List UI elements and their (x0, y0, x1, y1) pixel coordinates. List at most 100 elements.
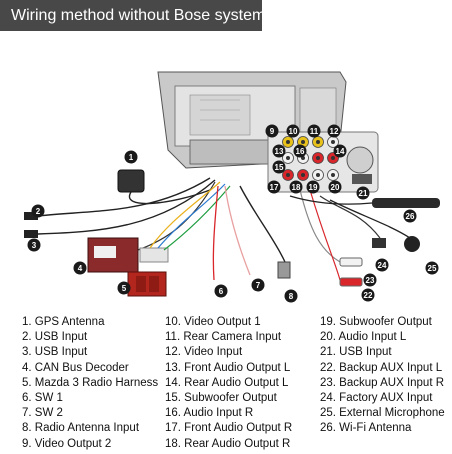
callout-16: 16 (293, 144, 307, 158)
callout-18: 18 (289, 180, 303, 194)
callout-number: 14 (336, 147, 345, 156)
legend-item: 17. Front Audio Output R (165, 422, 293, 435)
wifi-antenna (289, 195, 440, 208)
legend-item: 12. Video Input (165, 346, 243, 359)
callout-number: 21 (359, 189, 368, 198)
callout-number: 5 (122, 284, 127, 293)
canbus-decoder (87, 181, 216, 273)
callout-10: 10 (286, 124, 300, 138)
rca-jacks (282, 136, 339, 181)
callout-13: 13 (272, 144, 286, 158)
legend-column-1: 1. GPS Antenna 2. USB Input 3. USB Input… (22, 315, 158, 452)
callout-number: 26 (406, 212, 415, 221)
callout-26: 26 (403, 209, 417, 223)
legend-item: 13. Front Audio Output L (165, 361, 291, 374)
callout-badge (214, 284, 228, 298)
callout-23: 23 (363, 273, 377, 287)
callout-5: 5 (117, 281, 131, 295)
callout-badge (333, 144, 347, 158)
aux-cables (299, 189, 386, 287)
callout-number: 3 (32, 241, 37, 250)
callout-badge (286, 124, 300, 138)
legend-item: 19. Subwoofer Output (320, 316, 432, 328)
callout-number: 18 (292, 183, 301, 192)
callout-number: 4 (78, 264, 83, 273)
callout-number: 6 (219, 287, 224, 296)
callout-badge (73, 261, 87, 275)
callout-9: 9 (265, 124, 279, 138)
legend-item: 20. Audio Input L (320, 331, 407, 344)
callout-12: 12 (327, 124, 341, 138)
callout-15: 15 (272, 160, 286, 174)
sw-and-antenna-leads (212, 185, 291, 281)
callout-2: 2 (31, 204, 45, 218)
callout-number: 19 (309, 183, 318, 192)
legend-item: 8. Radio Antenna Input (22, 422, 140, 435)
callout-number: 10 (289, 127, 298, 136)
rca-jack-center (331, 173, 335, 177)
legend-item: 24. Factory AUX Input (320, 391, 433, 404)
callout-19: 19 (306, 180, 320, 194)
callout-badge (284, 289, 298, 303)
callout-number: 20 (331, 183, 340, 192)
callout-11: 11 (307, 124, 321, 138)
callout-badge (289, 180, 303, 194)
callout-6: 6 (214, 284, 228, 298)
callout-number: 23 (366, 276, 375, 285)
legend-item: 7. SW 2 (22, 407, 63, 420)
callout-badge (328, 180, 342, 194)
legend-item: 9. Video Output 2 (22, 437, 112, 450)
callout-badge (293, 144, 307, 158)
callout-badge (375, 258, 389, 272)
callout-badge (363, 273, 377, 287)
callout-number: 2 (36, 207, 41, 216)
legend-column-3: 19. Subwoofer Output 20. Audio Input L 2… (320, 315, 445, 437)
callout-badge (27, 238, 41, 252)
callout-badge (356, 186, 370, 200)
legend-item: 25. External Microphone (320, 407, 445, 420)
callout-25: 25 (425, 261, 439, 275)
callout-number: 15 (275, 163, 284, 172)
callout-17: 17 (267, 180, 281, 194)
callout-14: 14 (333, 144, 347, 158)
callout-1: 1 (124, 150, 138, 164)
legend-item: 3. USB Input (22, 346, 88, 359)
callout-number: 13 (275, 147, 284, 156)
callout-badge (327, 124, 341, 138)
callout-badge (267, 180, 281, 194)
legend-item: 22. Backup AUX Input L (320, 361, 443, 374)
rca-jack-center (316, 173, 320, 177)
callout-22: 22 (361, 288, 375, 302)
callout-20: 20 (328, 180, 342, 194)
callout-number: 17 (270, 183, 279, 192)
rca-jack-center (301, 173, 305, 177)
callout-number: 24 (378, 261, 387, 270)
callout-7: 7 (251, 278, 265, 292)
callout-badge (272, 144, 286, 158)
rca-jack-center (286, 173, 290, 177)
callout-21: 21 (356, 186, 370, 200)
usb-cables (24, 177, 216, 238)
callout-badge (272, 160, 286, 174)
callout-badge (425, 261, 439, 275)
legend-item: 18. Rear Audio Output R (165, 437, 291, 450)
legend-item: 4. CAN Bus Decoder (22, 361, 129, 374)
callout-badge (307, 124, 321, 138)
callout-number: 22 (364, 291, 373, 300)
legend-item: 10. Video Output 1 (165, 316, 261, 328)
legend-item: 2. USB Input (22, 331, 88, 344)
legend-item: 1. GPS Antenna (22, 316, 105, 328)
callout-4: 4 (73, 261, 87, 275)
callout-badge (117, 281, 131, 295)
callout-number: 12 (330, 127, 339, 136)
callout-3: 3 (27, 238, 41, 252)
legend-item: 11. Rear Camera Input (165, 331, 282, 344)
rca-jack-center (286, 156, 290, 160)
callout-number: 8 (289, 292, 294, 301)
legend-item: 6. SW 1 (22, 391, 63, 404)
diagram-title: Wiring method without Bose system (0, 0, 265, 31)
callout-number: 9 (270, 127, 275, 136)
legend-item: 5. Mazda 3 Radio Harness (22, 376, 159, 389)
